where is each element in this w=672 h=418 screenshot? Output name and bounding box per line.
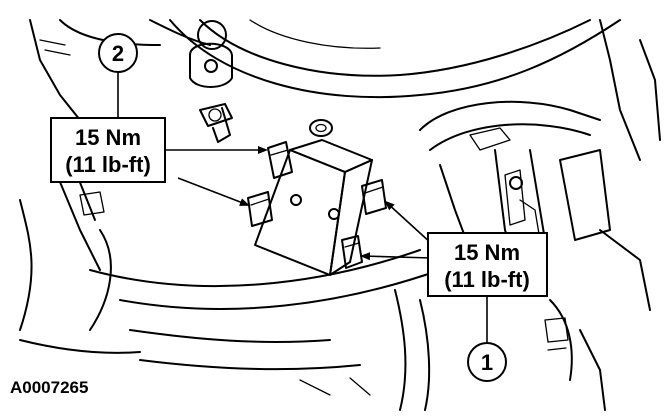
- arrow-to-upper-right-fitting: [384, 200, 433, 245]
- torque-imperial: (11 lb-ft): [444, 267, 530, 292]
- torque-metric: 15 Nm: [75, 125, 141, 150]
- torque-label-box: [427, 232, 548, 297]
- callout-number-circle: [467, 342, 507, 382]
- callout-number: 1: [481, 350, 493, 375]
- callout-number-circle: [98, 33, 138, 73]
- callout-1: 15 Nm (11 lb-ft) 1: [427, 232, 548, 382]
- fitting-lower-left: [247, 191, 273, 227]
- fitting-lower-right: [341, 235, 363, 269]
- torque-imperial: (11 lb-ft): [65, 152, 151, 177]
- callout-2: 2 15 Nm (11 lb-ft): [50, 33, 166, 183]
- valve-module: [247, 139, 387, 276]
- torque-label-box: [50, 117, 166, 183]
- leader-lines: [117, 72, 488, 343]
- fitting-upper-left: [267, 141, 293, 179]
- figure-id: A0007265: [10, 378, 88, 397]
- background-linework: [19, 19, 661, 411]
- callout-number: 2: [112, 41, 124, 66]
- arrow-to-lower-left-fitting: [177, 177, 250, 206]
- fitting-upper-right: [361, 179, 387, 215]
- torque-metric: 15 Nm: [454, 240, 520, 265]
- arrow-to-lower-right-fitting: [360, 252, 433, 261]
